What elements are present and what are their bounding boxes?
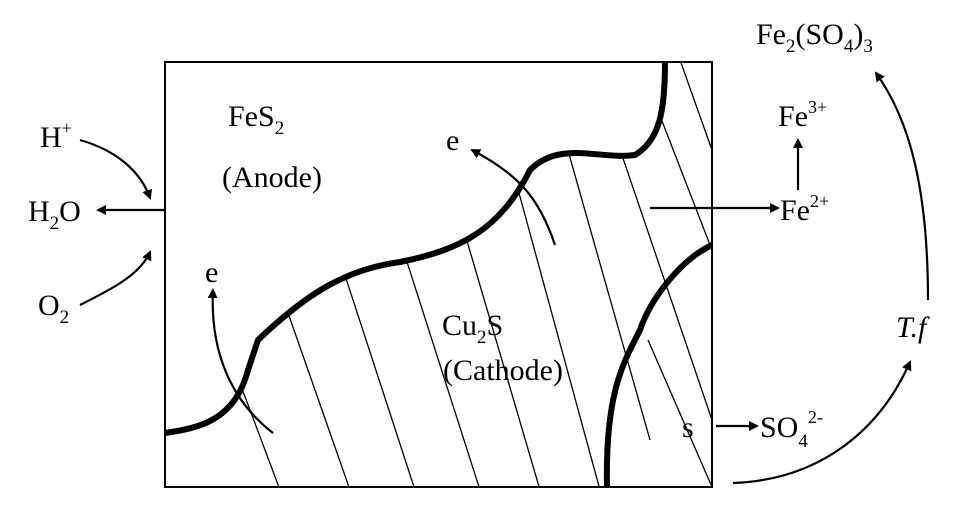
electron-arrow-top	[470, 149, 557, 246]
oxygen-label: O2	[38, 289, 69, 328]
bacteria-arrow-upper	[874, 71, 930, 301]
second-boundary	[603, 242, 714, 488]
bacteria-label: T.f	[896, 311, 930, 344]
electron-arrow-left	[207, 288, 274, 434]
sulfate-label: SO42-	[760, 407, 823, 452]
electron-top-label: e	[446, 124, 459, 157]
bacteria-arrow-lower	[732, 360, 912, 485]
mineral-box	[164, 61, 713, 488]
h-plus-arrow	[79, 138, 153, 200]
cathode-role: (Cathode)	[443, 354, 563, 387]
ferric-sulfate-label: Fe2(SO4)3	[756, 18, 873, 57]
electron-left-label: e	[205, 256, 218, 289]
ferrous-label: Fe2+	[780, 191, 829, 227]
water-label: H2O	[28, 195, 81, 234]
grain-boundary	[164, 61, 668, 436]
h-plus-label: H+	[40, 118, 72, 154]
cathode-hatching	[219, 62, 712, 487]
ferric-label: Fe3+	[778, 97, 827, 133]
hatch-divider	[647, 339, 713, 488]
cathode-formula: Cu2S	[442, 309, 503, 348]
anode-formula: FeS2	[228, 100, 284, 139]
anode-role: (Anode)	[222, 161, 322, 194]
sulfur-label: s	[682, 411, 694, 444]
oxygen-arrow	[79, 250, 152, 306]
